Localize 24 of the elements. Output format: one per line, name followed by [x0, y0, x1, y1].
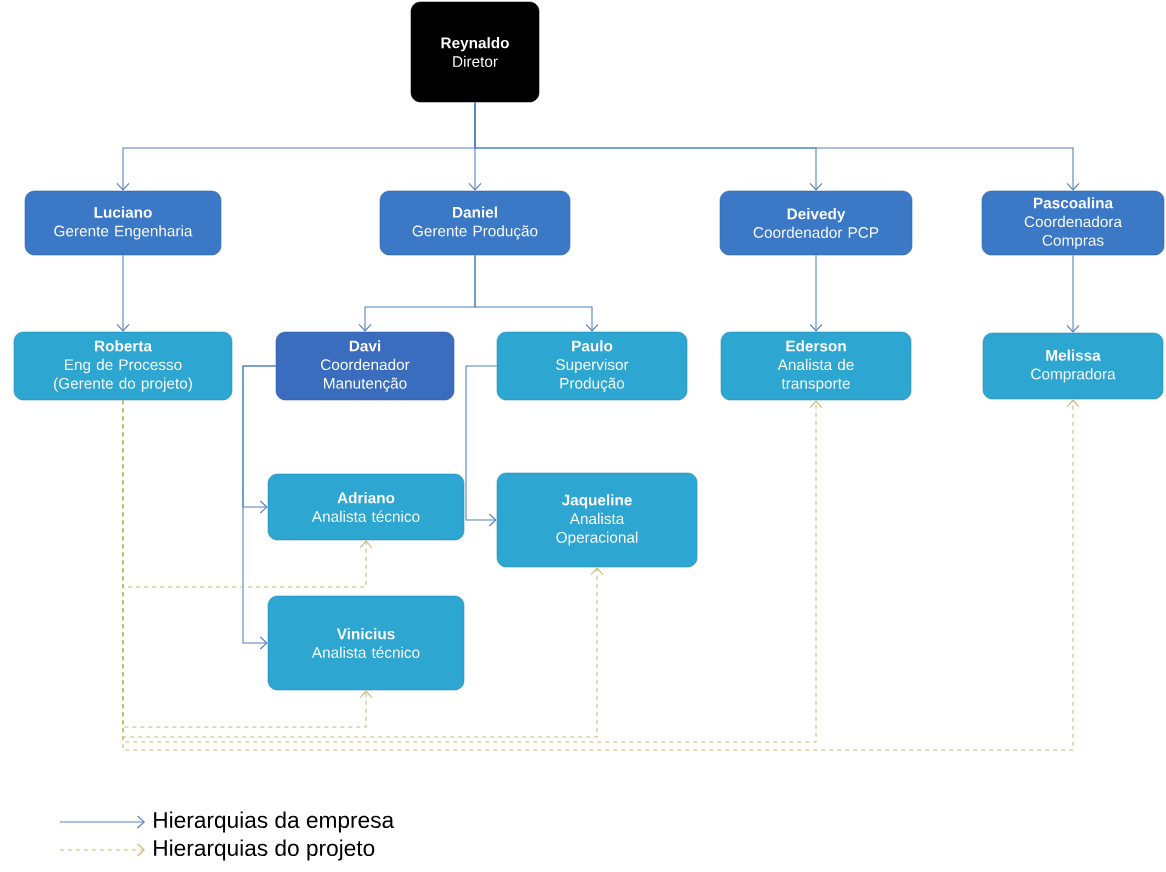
org-box: Reynaldo Diretor: [410, 1, 540, 103]
arrow: [474, 101, 1080, 191]
org-box: Pascoalina Coordenadora Compras: [981, 190, 1165, 256]
org-box: Luciano Gerente Engenharia: [24, 190, 222, 256]
legend-text: Hierarquias do projeto: [154, 839, 375, 861]
org-box: Davi Coordenador Manutenção: [275, 331, 455, 401]
org-box: Roberta Eng de Processo (Gerente do projeto): [13, 331, 233, 401]
org-box: Adriano Analista técnico: [267, 473, 465, 541]
org-box: Paulo Supervisor Produção: [496, 331, 688, 401]
arrow: [242, 365, 277, 650]
org-box: Ederson Analista de transporte: [720, 331, 912, 401]
arrow: [122, 399, 1080, 751]
org-box: Vinicius Analista técnico: [267, 595, 465, 691]
arrow: [1066, 254, 1080, 333]
org-box: Melissa Compradora: [982, 332, 1164, 400]
org-box: Jaqueline Analista Operacional: [496, 472, 698, 568]
org-box: Daniel Gerente Produção: [379, 190, 571, 256]
arrow: [465, 365, 498, 527]
arrow: [122, 399, 823, 743]
arrow: [116, 254, 130, 332]
arrow: [809, 254, 823, 332]
arrow: [474, 254, 599, 332]
legend-text: Hierarquias da empresa: [154, 811, 395, 833]
org-box: Deivedy Coordenador PCP: [719, 190, 913, 256]
